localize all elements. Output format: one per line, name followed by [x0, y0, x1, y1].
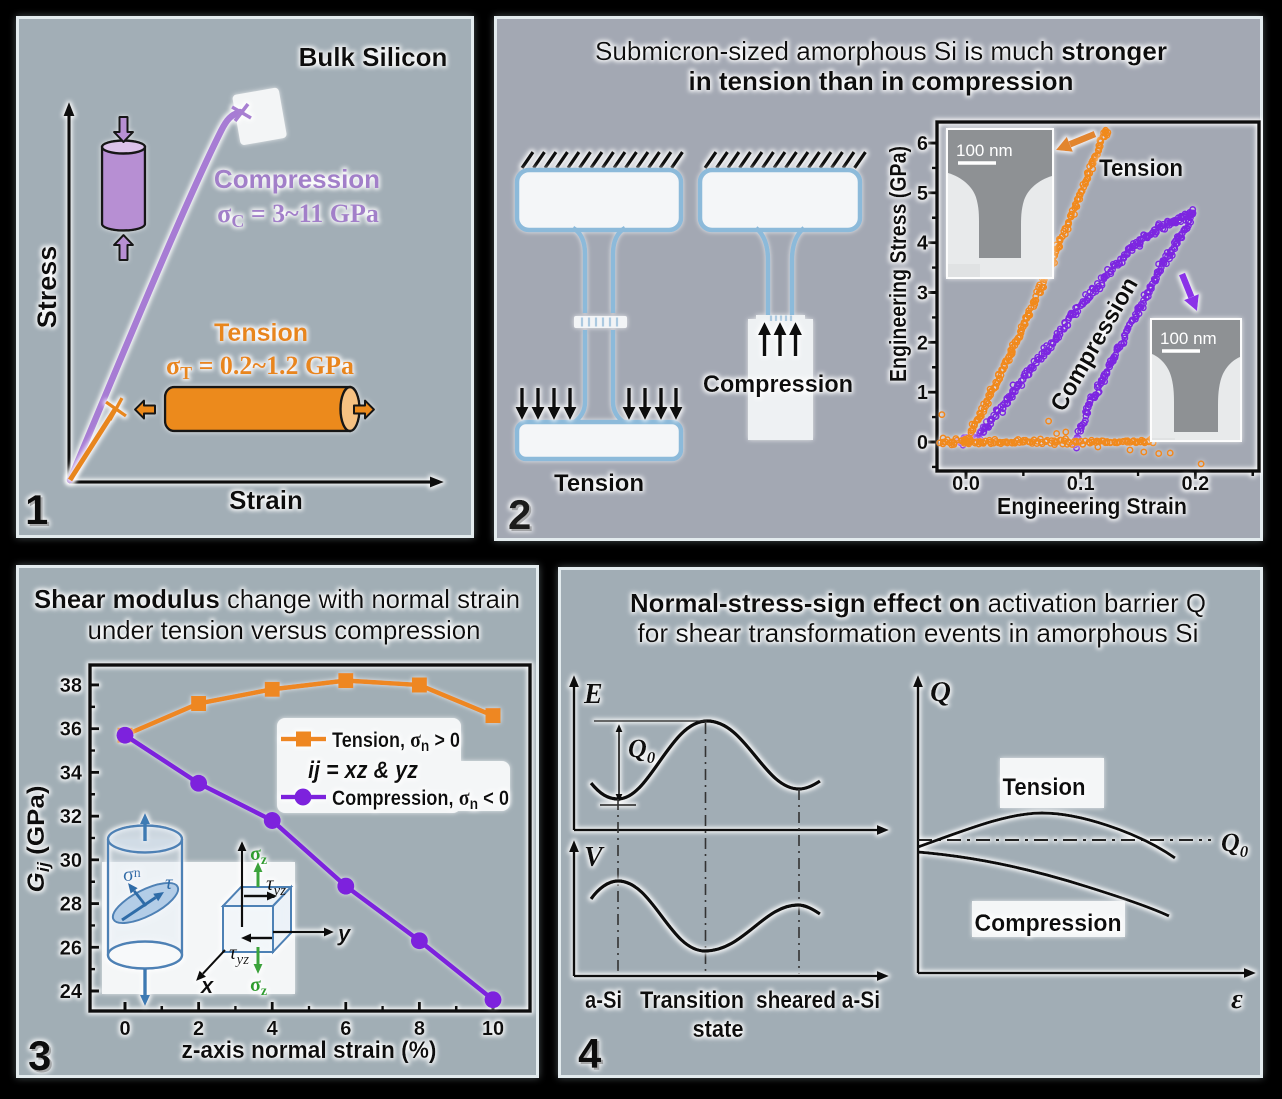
svg-text:τ: τ — [165, 870, 174, 894]
svg-text:6: 6 — [917, 133, 928, 155]
svg-text:0: 0 — [917, 432, 928, 454]
svg-text:3: 3 — [30, 1034, 53, 1078]
svg-text:E: E — [583, 679, 603, 710]
svg-text:Compression: Compression — [703, 371, 853, 398]
svg-text:Normal-stress-sign effect on a: Normal-stress-sign effect on activation … — [630, 588, 1206, 618]
svg-text:34: 34 — [60, 762, 83, 784]
svg-text:Q0: Q0 — [628, 734, 656, 767]
svg-text:0: 0 — [119, 1018, 130, 1040]
svg-text:0.1: 0.1 — [1067, 473, 1095, 495]
svg-text:3: 3 — [917, 283, 928, 305]
svg-text:σn: σn — [123, 864, 141, 886]
svg-text:Compression: Compression — [975, 910, 1122, 937]
svg-text:x: x — [200, 973, 214, 998]
svg-text:Gij (GPa): Gij (GPa) — [23, 786, 53, 893]
svg-text:38: 38 — [60, 675, 82, 697]
svg-text:4: 4 — [580, 1032, 604, 1078]
svg-text:for shear transformation event: for shear transformation events in amorp… — [638, 618, 1199, 648]
svg-text:Transition: Transition — [640, 987, 744, 1014]
svg-text:V: V — [584, 842, 605, 873]
svg-text:a-Si: a-Si — [585, 987, 622, 1014]
svg-text:100 nm: 100 nm — [1160, 329, 1217, 348]
svg-text:Q0: Q0 — [1221, 828, 1249, 861]
svg-text:4: 4 — [267, 1018, 279, 1040]
svg-text:z-axis normal strain (%): z-axis normal strain (%) — [182, 1037, 437, 1064]
svg-text:2: 2 — [193, 1018, 204, 1040]
svg-text:36: 36 — [60, 719, 82, 741]
svg-text:Bulk Silicon: Bulk Silicon — [299, 42, 448, 72]
svg-text:2: 2 — [510, 493, 533, 540]
svg-text:8: 8 — [414, 1018, 425, 1040]
svg-text:2: 2 — [917, 332, 928, 354]
svg-text:Stress: Stress — [32, 246, 62, 329]
svg-text:Shear modulus change with norm: Shear modulus change with normal strain — [34, 584, 520, 614]
svg-text:Engineering Stress (GPa): Engineering Stress (GPa) — [885, 146, 911, 382]
svg-text:Q: Q — [930, 676, 951, 708]
svg-text:Strain: Strain — [229, 485, 303, 515]
svg-text:1: 1 — [25, 486, 48, 533]
svg-text:1: 1 — [27, 488, 50, 535]
svg-text:state: state — [693, 1016, 744, 1043]
svg-text:6: 6 — [340, 1018, 351, 1040]
svg-text:Compression: Compression — [214, 164, 380, 194]
svg-text:26: 26 — [60, 937, 82, 959]
svg-text:100 nm: 100 nm — [956, 141, 1013, 160]
svg-text:under tension versus compressi: under tension versus compression — [88, 615, 481, 645]
svg-text:Compression, σn < 0: Compression, σn < 0 — [332, 785, 509, 813]
svg-text:1: 1 — [917, 382, 928, 404]
svg-text:σC = 3~11 GPa: σC = 3~11 GPa — [217, 199, 379, 231]
svg-text:Tension, σn > 0: Tension, σn > 0 — [332, 727, 460, 755]
svg-text:3: 3 — [28, 1032, 51, 1078]
svg-text:32: 32 — [60, 806, 82, 828]
svg-text:0.2: 0.2 — [1181, 473, 1209, 495]
svg-text:ij = xz & yz: ij = xz & yz — [308, 757, 418, 784]
svg-text:4: 4 — [917, 233, 929, 255]
svg-text:ε: ε — [1231, 983, 1243, 1015]
svg-text:sheared a-Si: sheared a-Si — [756, 987, 880, 1014]
svg-text:Tension: Tension — [1003, 774, 1086, 801]
svg-text:24: 24 — [60, 981, 83, 1003]
svg-text:28: 28 — [60, 894, 82, 916]
svg-text:30: 30 — [60, 850, 82, 872]
svg-text:2: 2 — [508, 491, 531, 538]
svg-text:σz: σz — [250, 843, 267, 868]
svg-text:Tension: Tension — [1099, 155, 1183, 182]
svg-text:Engineering Strain: Engineering Strain — [997, 493, 1187, 519]
svg-text:Tension: Tension — [554, 470, 644, 497]
svg-text:4: 4 — [578, 1030, 602, 1077]
svg-text:5: 5 — [917, 183, 928, 205]
svg-text:in tension than in compression: in tension than in compression — [689, 66, 1074, 96]
svg-text:10: 10 — [482, 1018, 504, 1040]
svg-text:y: y — [337, 921, 352, 946]
svg-text:0.0: 0.0 — [952, 473, 980, 495]
svg-text:Submicron-sized amorphous Si: Submicron-sized amorphous Si is much str… — [595, 36, 1167, 66]
svg-text:Tension: Tension — [214, 319, 308, 347]
svg-text:σT = 0.2~1.2 GPa: σT = 0.2~1.2 GPa — [166, 351, 354, 383]
